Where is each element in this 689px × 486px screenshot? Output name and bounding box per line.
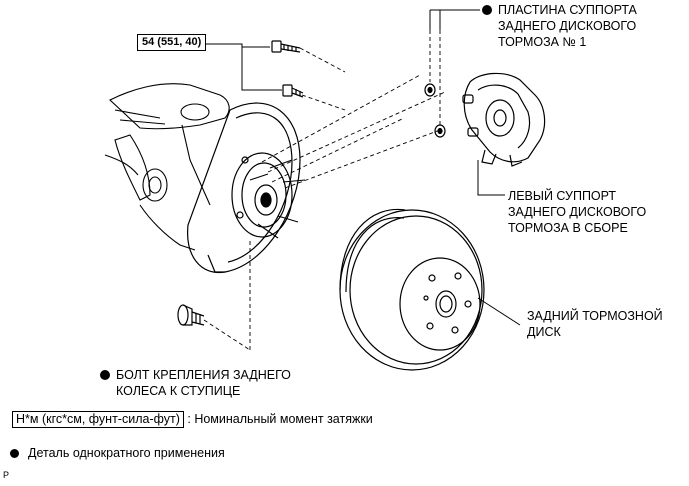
torque-leader-lines: [205, 43, 282, 91]
bullet-dot-icon: [100, 370, 110, 380]
callout-line-1: ПЛАСТИНА СУППОРТА: [498, 3, 637, 17]
callout-rear-brake-disc: ЗАДНИЙ ТОРМОЗНОЙ ДИСК: [527, 308, 663, 340]
legend-torque-unit-box: Н*м (кгс*см, фунт-сила-фут): [12, 411, 184, 428]
caliper-bolt-2: [282, 84, 304, 98]
legend-torque-desc: : Номинальный момент затяжки: [187, 412, 373, 426]
legend-torque: Н*м (кгс*см, фунт-сила-фут) : Номинальны…: [12, 411, 373, 428]
callout-line-1: ЗАДНИЙ ТОРМОЗНОЙ: [527, 309, 663, 323]
callout-line-3: ТОРМОЗА В СБОРЕ: [508, 221, 628, 235]
caliper-assembly-drawing: [462, 72, 546, 167]
legend-non-reusable: Деталь однократного применения: [10, 445, 225, 461]
hub-drawing: [231, 152, 306, 239]
callout-line-2: КОЛЕСА К СТУПИЦЕ: [116, 384, 241, 398]
callout-line-1: БОЛТ КРЕПЛЕНИЯ ЗАДНЕГО: [116, 368, 291, 382]
brake-disc-drawing: [339, 208, 485, 371]
callout-hub-bolt: БОЛТ КРЕПЛЕНИЯ ЗАДНЕГО КОЛЕСА К СТУПИЦЕ: [100, 367, 291, 399]
dust-shield-drawing: [187, 102, 301, 274]
hub-bolt-drawing: [177, 304, 205, 326]
callout-caliper-bracket-plate: ПЛАСТИНА СУППОРТА ЗАДНЕГО ДИСКОВОГО ТОРМ…: [482, 2, 637, 50]
callout-line-2: ЗАДНЕГО ДИСКОВОГО: [508, 205, 647, 219]
bracket-plate-washers: [424, 83, 446, 138]
legend-non-reusable-text: Деталь однократного применения: [28, 446, 225, 460]
callout-line-2: ДИСК: [527, 325, 561, 339]
bullet-dot-icon: [482, 5, 492, 15]
torque-spec-box: 54 (551, 40): [137, 34, 207, 51]
callout-leader-lines: [429, 9, 521, 326]
bullet-dot-icon: [10, 449, 19, 458]
callout-left-caliper-assembly: ЛЕВЫЙ СУППОРТ ЗАДНЕГО ДИСКОВОГО ТОРМОЗА …: [508, 188, 646, 236]
corner-code: P: [3, 470, 10, 480]
caliper-bolt-1: [271, 40, 301, 53]
callout-line-3: ТОРМОЗА № 1: [498, 35, 587, 49]
suspension-knuckle-drawing: [104, 83, 230, 251]
assembly-guide-lines: [203, 30, 446, 351]
callout-line-2: ЗАДНЕГО ДИСКОВОГО: [498, 19, 637, 33]
callout-line-1: ЛЕВЫЙ СУППОРТ: [508, 189, 617, 203]
